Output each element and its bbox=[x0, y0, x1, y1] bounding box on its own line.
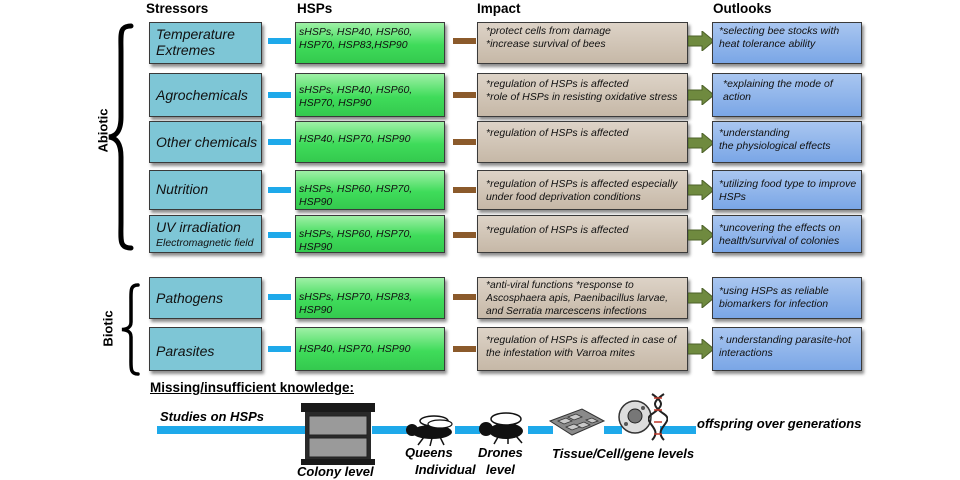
cell-icon bbox=[618, 400, 652, 434]
queen-bee-icon bbox=[406, 415, 453, 447]
hsps-temperature: sHSPs, HSP40, HSP60, HSP70, HSP83,HSP90 bbox=[295, 22, 445, 64]
hsps-nutrition: sHSPs, HSP60, HSP70, HSP90 bbox=[295, 170, 445, 210]
tissue-cell-gene-label: Tissue/Cell/gene levels bbox=[552, 446, 695, 461]
connector-brown bbox=[453, 92, 476, 98]
stressor-label: Pathogens bbox=[156, 290, 223, 306]
timeline-segment bbox=[604, 426, 622, 434]
abiotic-label: Abiotic bbox=[95, 108, 111, 153]
outlook-other-chemicals: *understanding the physiological effects bbox=[712, 121, 862, 163]
connector-blue bbox=[268, 346, 291, 352]
outlook-temperature: *selecting bee stocks with heat toleranc… bbox=[712, 22, 862, 64]
hsps-uv: sHSPs, HSP60, HSP70, HSP90 bbox=[295, 215, 445, 253]
stressors-header: Stressors bbox=[146, 1, 209, 16]
studies-on-hsps-label: Studies on HSPs bbox=[160, 409, 265, 424]
impact-agrochemicals: *regulation of HSPs is affected *role of… bbox=[477, 73, 688, 117]
stressor-uv: UV irradiation Electromagnetic field bbox=[149, 215, 262, 253]
outlook-nutrition: *utilizing food type to improve HSPs bbox=[712, 170, 862, 210]
timeline-segment bbox=[528, 426, 553, 434]
level-label: level bbox=[486, 462, 515, 477]
arrow-icon bbox=[688, 133, 714, 153]
missing-knowledge-title: Missing/insufficient knowledge: bbox=[150, 380, 355, 395]
outlook-pathogens: *using HSPs as reliable biomarkers for i… bbox=[712, 277, 862, 319]
queens-label: Queens bbox=[405, 445, 453, 460]
stressor-pathogens: Pathogens bbox=[149, 277, 262, 319]
individual-label: Individual bbox=[415, 462, 476, 477]
timeline-segment bbox=[455, 426, 480, 434]
beehive-icon bbox=[301, 403, 375, 465]
outlook-parasites: * understanding parasite-hot interaction… bbox=[712, 327, 862, 371]
stressor-label: Agrochemicals bbox=[156, 87, 248, 103]
arrow-icon bbox=[688, 180, 714, 200]
connector-blue bbox=[268, 38, 291, 44]
impact-temperature: *protect cells from damage *increase sur… bbox=[477, 22, 688, 64]
impact-nutrition: *regulation of HSPs is affected especial… bbox=[477, 170, 688, 210]
impact-header: Impact bbox=[477, 1, 521, 16]
impact-parasites: *regulation of HSPs is affected in case … bbox=[477, 327, 688, 371]
outlook-uv: *uncovering the effects on health/surviv… bbox=[712, 215, 862, 253]
connector-brown bbox=[453, 294, 476, 300]
connector-brown bbox=[453, 232, 476, 238]
stressor-label: Nutrition bbox=[156, 181, 209, 197]
tissue-icon bbox=[548, 408, 606, 436]
outlook-agrochemicals: *explaining the mode of action bbox=[712, 73, 862, 117]
arrow-icon bbox=[688, 288, 714, 308]
hsps-pathogens: sHSPs, HSP70, HSP83, HSP90 bbox=[295, 277, 445, 319]
stressor-other-chemicals: Other chemicals bbox=[149, 121, 262, 163]
stressor-sublabel: Electromagnetic field bbox=[156, 237, 254, 249]
connector-brown bbox=[453, 187, 476, 193]
timeline-segment bbox=[660, 426, 696, 434]
timeline-segment bbox=[372, 426, 408, 434]
arrow-icon bbox=[688, 31, 714, 51]
drone-bee-icon bbox=[479, 412, 523, 445]
hsps-agrochemicals: sHSPs, HSP40, HSP60, HSP70, HSP90 bbox=[295, 73, 445, 117]
stressor-label: Other chemicals bbox=[156, 134, 258, 150]
stressor-nutrition: Nutrition bbox=[149, 170, 262, 210]
offspring-label: offspring over generations bbox=[697, 416, 862, 431]
arrow-icon bbox=[688, 339, 714, 359]
dna-icon bbox=[648, 393, 668, 441]
connector-blue bbox=[268, 187, 291, 193]
impact-other-chemicals: *regulation of HSPs is affected bbox=[477, 121, 688, 163]
connector-blue bbox=[268, 232, 291, 238]
stressor-agrochemicals: Agrochemicals bbox=[149, 73, 262, 117]
connector-blue bbox=[268, 139, 291, 145]
hsps-parasites: HSP40, HSP70, HSP90 bbox=[295, 327, 445, 371]
impact-pathogens: *anti-viral functions *response to Ascos… bbox=[477, 277, 688, 319]
abiotic-brace bbox=[108, 23, 134, 251]
stressor-parasites: Parasites bbox=[149, 327, 262, 371]
biotic-brace bbox=[121, 283, 140, 376]
biotic-label: Biotic bbox=[100, 310, 116, 347]
stressor-label: UV irradiation bbox=[156, 219, 241, 235]
hsps-header: HSPs bbox=[297, 1, 333, 16]
stressor-label: Temperature Extremes bbox=[156, 26, 235, 58]
drones-label: Drones bbox=[478, 445, 523, 460]
connector-brown bbox=[453, 38, 476, 44]
timeline-segment bbox=[157, 426, 307, 434]
impact-uv: *regulation of HSPs is affected bbox=[477, 215, 688, 253]
connector-brown bbox=[453, 346, 476, 352]
hsps-other-chemicals: HSP40, HSP70, HSP90 bbox=[295, 121, 445, 163]
stressor-temperature: Temperature Extremes bbox=[149, 22, 262, 64]
arrow-icon bbox=[688, 225, 714, 245]
colony-level-label: Colony level bbox=[297, 464, 374, 479]
connector-blue bbox=[268, 294, 291, 300]
outlooks-header: Outlooks bbox=[713, 1, 772, 16]
connector-brown bbox=[453, 139, 476, 145]
arrow-icon bbox=[688, 85, 714, 105]
stressor-label: Parasites bbox=[156, 343, 215, 359]
connector-blue bbox=[268, 92, 291, 98]
